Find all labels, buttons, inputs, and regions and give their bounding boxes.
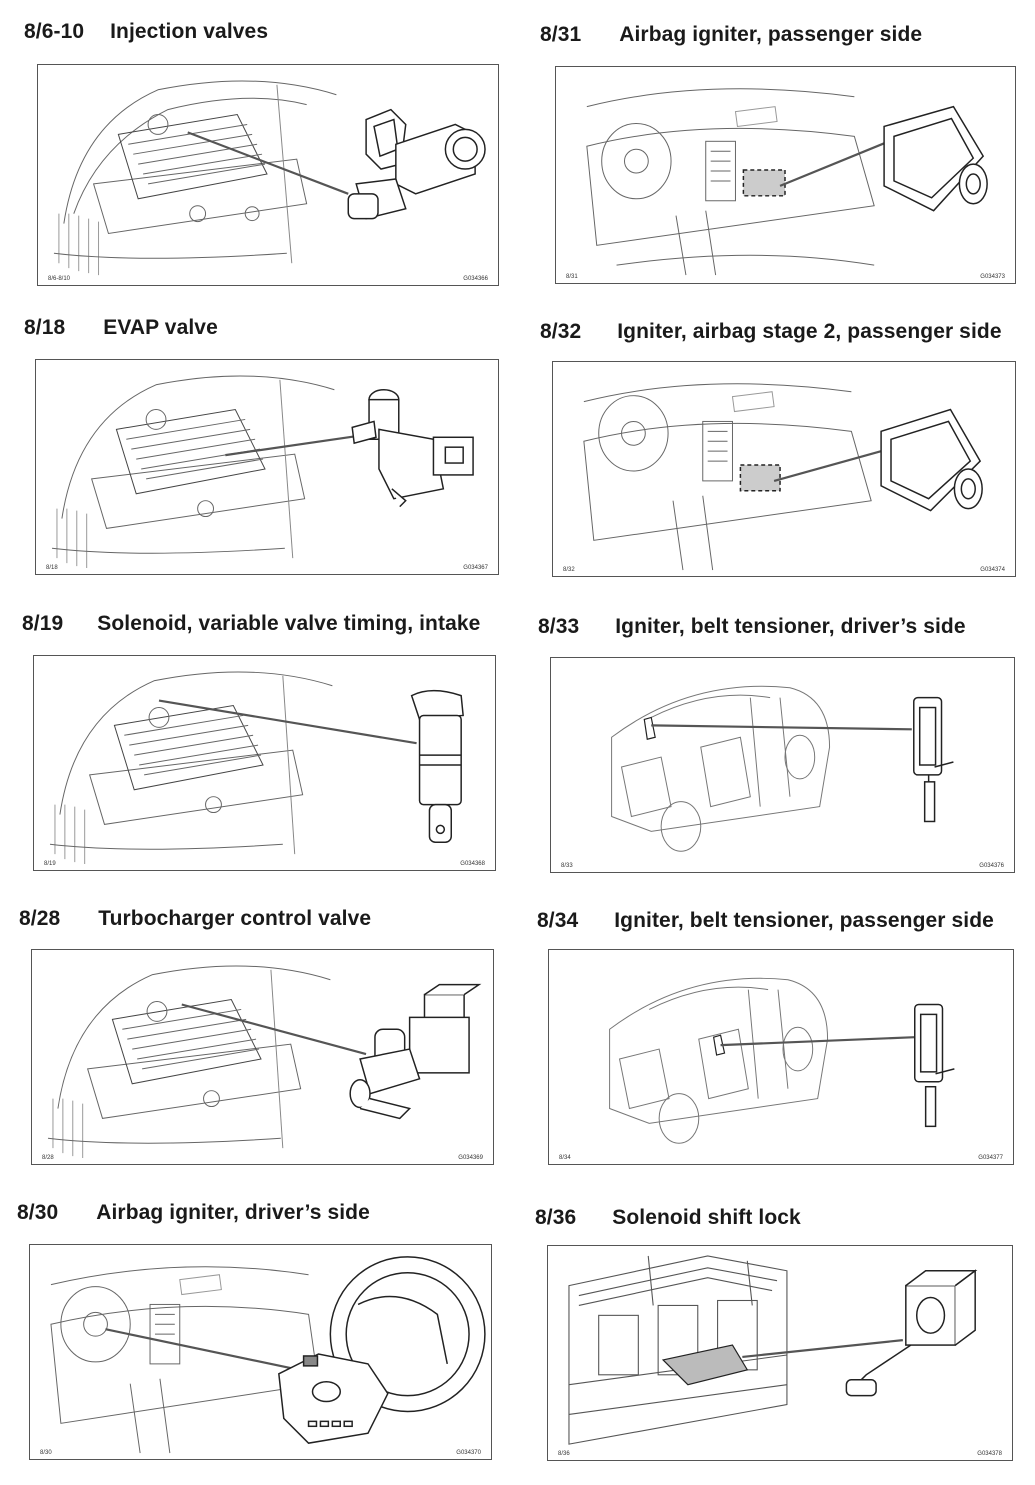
figure-caption-right: G034369	[458, 1155, 483, 1161]
figure-caption-left: 8/34	[559, 1155, 571, 1161]
component-code: 8/30	[17, 1201, 59, 1224]
figure-caption-left: 8/31	[566, 274, 578, 280]
entry-heading: 8/34 Igniter, belt tensioner, passenger …	[537, 909, 994, 933]
illustration-frame: 8/33 G034376	[550, 657, 1015, 873]
figure-caption-right: G034368	[460, 861, 485, 867]
component-title: Airbag igniter, driver’s side	[96, 1201, 370, 1224]
illustration-frame: 8/19 G034368	[33, 655, 496, 871]
component-code: 8/36	[535, 1206, 577, 1229]
figure-caption-right: G034378	[977, 1451, 1002, 1457]
figure-caption-left: 8/6-8/10	[48, 276, 71, 282]
figure-caption-right: G034377	[978, 1155, 1003, 1161]
component-code: 8/32	[540, 320, 582, 343]
entry-heading: 8/33 Igniter, belt tensioner, driver’s s…	[538, 615, 966, 639]
component-title: Solenoid, variable valve timing, intake	[97, 612, 481, 635]
car-interior-illustration	[611, 685, 954, 852]
component-code: 8/34	[537, 909, 579, 932]
entry-heading: 8/32 Igniter, airbag stage 2, passenger …	[540, 320, 1002, 344]
component-code: 8/28	[19, 907, 61, 930]
figure-caption-right: G034370	[456, 1450, 481, 1456]
illustration-frame: 8/6-8/10 G034366	[37, 64, 499, 286]
entry-heading: 8/19 Solenoid, variable valve timing, in…	[22, 612, 480, 636]
figure-caption-right: G034376	[979, 863, 1004, 869]
component-code: 8/19	[22, 612, 64, 635]
entry-heading: 8/28 Turbocharger control valve	[19, 907, 371, 931]
engine-bay-illustration	[47, 965, 482, 1159]
figure-caption-left: 8/36	[558, 1451, 570, 1457]
entry-heading: 8/6-10 Injection valves	[24, 20, 268, 44]
entry-heading: 8/18 EVAP valve	[24, 316, 218, 340]
car-interior-illustration	[609, 977, 955, 1144]
component-title: Igniter, airbag stage 2, passenger side	[617, 320, 1002, 343]
figure-caption-left: 8/18	[46, 565, 58, 571]
component-title: Injection valves	[110, 20, 269, 43]
illustration-frame: 8/32 G034374	[552, 361, 1016, 577]
engine-bay-illustration	[51, 375, 474, 569]
component-title: Igniter, belt tensioner, passenger side	[614, 909, 994, 932]
illustration-frame: 8/28 G034369	[31, 949, 494, 1165]
engine-bay-illustration	[49, 671, 464, 865]
component-code: 8/18	[24, 316, 66, 339]
illustration-frame: 8/34 G034377	[548, 949, 1014, 1165]
figure-caption-left: 8/32	[563, 567, 575, 573]
component-code: 8/31	[540, 23, 582, 46]
figure-caption-right: G034366	[463, 276, 488, 282]
figure-caption-left: 8/19	[44, 861, 56, 867]
component-title: Igniter, belt tensioner, driver’s side	[615, 615, 966, 638]
dashboard-illustration	[586, 88, 988, 276]
entry-heading: 8/36 Solenoid shift lock	[535, 1206, 801, 1230]
component-code: 8/6-10	[24, 20, 85, 43]
illustration-frame: 8/36 G034378	[547, 1245, 1013, 1461]
component-title: Airbag igniter, passenger side	[619, 23, 923, 46]
figure-caption-right: G034367	[463, 565, 488, 571]
entry-heading: 8/31 Airbag igniter, passenger side	[540, 23, 922, 47]
shift-lock-illustration	[568, 1255, 978, 1445]
figure-caption-right: G034373	[980, 274, 1005, 280]
illustration-frame: 8/30 G034370	[29, 1244, 492, 1460]
component-title: EVAP valve	[103, 316, 218, 339]
component-title: Solenoid shift lock	[612, 1206, 801, 1229]
component-code: 8/33	[538, 615, 580, 638]
component-title: Turbocharger control valve	[98, 907, 372, 930]
figure-caption-left: 8/28	[42, 1155, 54, 1161]
steering-wheel-illustration	[50, 1256, 486, 1454]
illustration-frame: 8/31 G034373	[555, 66, 1016, 284]
entry-heading: 8/30 Airbag igniter, driver’s side	[17, 1201, 370, 1225]
engine-bay-illustration	[53, 80, 486, 276]
illustration-frame: 8/18 G034367	[35, 359, 499, 575]
figure-caption-left: 8/30	[40, 1450, 52, 1456]
figure-caption-right: G034374	[980, 567, 1005, 573]
figure-caption-left: 8/33	[561, 863, 573, 869]
dashboard-illustration	[583, 383, 983, 571]
